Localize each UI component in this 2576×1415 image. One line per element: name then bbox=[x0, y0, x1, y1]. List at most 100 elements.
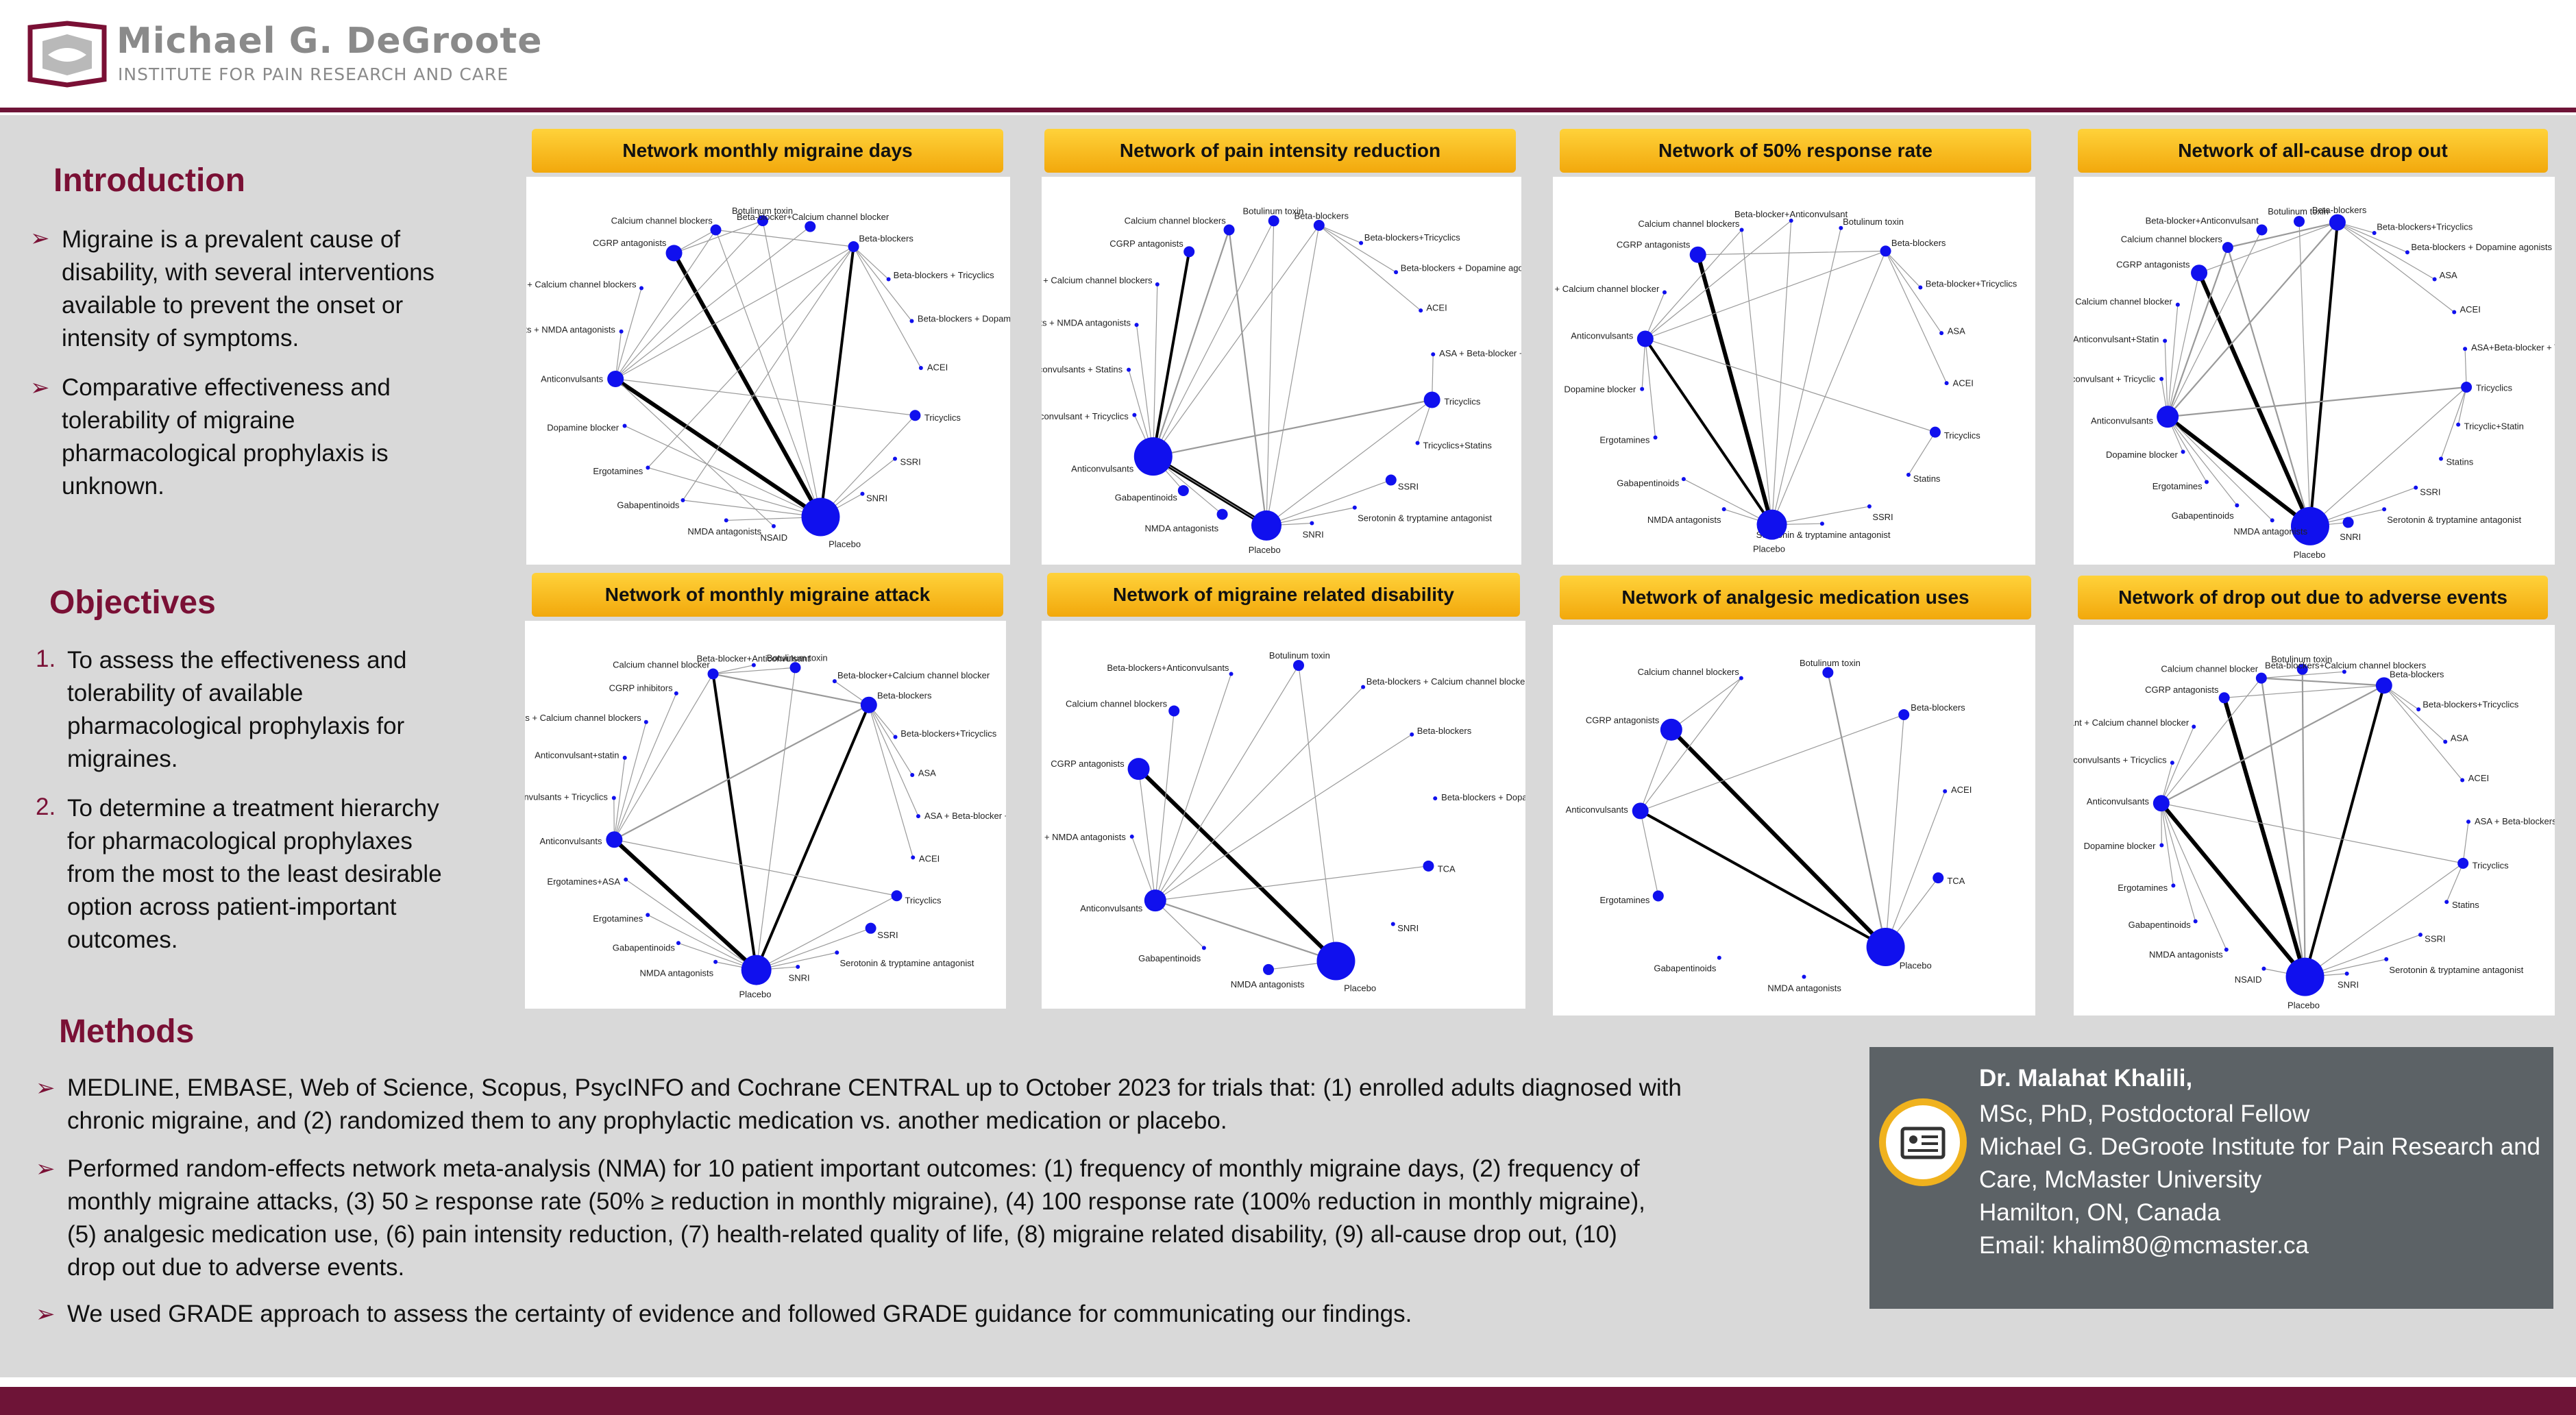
network-node-label: Placebo bbox=[2294, 550, 2326, 560]
intro-bullet-arrow-icon: ➢ bbox=[30, 225, 50, 251]
network-node bbox=[680, 497, 685, 502]
network-edge bbox=[1152, 230, 1230, 457]
network-node bbox=[606, 831, 623, 848]
contact-card: Dr. Malahat Khalili, MSc, PhD, Postdocto… bbox=[1869, 1047, 2553, 1309]
network-edge bbox=[2462, 822, 2469, 863]
network-edge bbox=[2337, 222, 2408, 253]
network-node bbox=[2290, 506, 2329, 545]
contact-email[interactable]: Email: khalim80@mcmaster.ca bbox=[1979, 1232, 2309, 1259]
methods-bullet-arrow-icon: ➢ bbox=[36, 1156, 56, 1182]
network-node-label: Botulinum toxin bbox=[732, 206, 793, 216]
network-node bbox=[741, 955, 772, 985]
network-node-label: NMDA antagonists bbox=[687, 526, 761, 537]
network-edge bbox=[647, 914, 757, 971]
network-node bbox=[622, 423, 627, 428]
network-node bbox=[2235, 503, 2240, 508]
network-node-label: ACEI bbox=[2468, 773, 2489, 783]
network-node bbox=[619, 329, 624, 334]
network-node bbox=[865, 922, 876, 934]
network-node bbox=[751, 663, 756, 667]
network-edge bbox=[2159, 802, 2307, 979]
network-edge bbox=[755, 704, 870, 971]
network-node-label: Ergotamines bbox=[2118, 883, 2168, 893]
network-node-label: Calcium channel blockers bbox=[1638, 667, 1740, 677]
network-node-label: Placebo bbox=[1249, 545, 1281, 555]
network-title: Network of pain intensity reduction bbox=[1044, 129, 1516, 173]
network-node-label: Placebo bbox=[829, 539, 861, 549]
network-node bbox=[2443, 739, 2448, 744]
network-node-label: Anticonvulsants + Statins bbox=[1042, 364, 1123, 374]
footer-band bbox=[0, 1387, 2576, 1415]
network-edge bbox=[868, 704, 919, 817]
network-node-label: NMDA antagonists bbox=[640, 968, 714, 978]
network-node-label: CGRP antagonists bbox=[1617, 240, 1691, 250]
network-node-label: ASA bbox=[2451, 733, 2468, 743]
network-edge bbox=[1153, 399, 1432, 458]
network-edge bbox=[2167, 416, 2273, 521]
network-node bbox=[2463, 347, 2468, 352]
network-node bbox=[2222, 242, 2233, 254]
network-edge bbox=[1153, 221, 1275, 457]
network-node-label: Beta-blockers+Tricyclics bbox=[2422, 700, 2519, 710]
network-edge bbox=[1266, 225, 1320, 526]
network-title: Network of analgesic medication uses bbox=[1560, 576, 2031, 619]
network-node bbox=[2466, 820, 2470, 824]
network-edge bbox=[1153, 456, 1267, 526]
network-edge bbox=[1155, 900, 1205, 948]
network-title: Network of drop out due to adverse event… bbox=[2078, 576, 2548, 619]
network-edge bbox=[1137, 767, 1338, 963]
network-node bbox=[886, 277, 891, 282]
network-node bbox=[607, 370, 624, 387]
network-edge bbox=[1645, 220, 1792, 339]
network-node-label: Gabapentinoids bbox=[1654, 963, 1717, 974]
network-node-label: Statins bbox=[2446, 457, 2473, 467]
network-node bbox=[909, 410, 921, 421]
network-node-label: Placebo bbox=[739, 989, 772, 1000]
network-node-label: Ergotamines bbox=[593, 466, 643, 476]
network-node bbox=[1880, 245, 1891, 257]
objective-number: 2. bbox=[36, 793, 56, 820]
network-node bbox=[832, 679, 837, 684]
network-node-label: ASA+Beta-blocker + Tricyclic bbox=[2471, 343, 2555, 353]
network-title: Network monthly migraine days bbox=[532, 129, 1003, 173]
network-node bbox=[2296, 663, 2308, 675]
network-title: Network of migraine related disability bbox=[1047, 573, 1520, 617]
network-graph: Calcium channel blockersBeta-blocker+Ant… bbox=[1553, 209, 2017, 554]
network-edge bbox=[1155, 687, 1364, 901]
network-edge bbox=[672, 251, 823, 518]
network-edge bbox=[615, 378, 774, 527]
contact-line: MSc, PhD, Postdoctoral Fellow bbox=[1979, 1100, 2310, 1127]
network-node bbox=[1129, 834, 1134, 839]
network-node-label: Beta-blocker+Tricyclics bbox=[1926, 278, 2017, 288]
network-node-label: Beta-blockers+Tricyclics bbox=[1364, 232, 1461, 243]
network-node-label: Anticonvulsants bbox=[1071, 464, 1134, 474]
network-node-label: Anticonvulsant + Calcium channel blocker bbox=[1553, 284, 1660, 294]
network-node bbox=[2224, 947, 2229, 952]
network-node bbox=[891, 890, 903, 902]
network-node bbox=[2159, 376, 2164, 381]
network-node-label: CGRP antagonists bbox=[1051, 759, 1125, 769]
network-node bbox=[2418, 933, 2422, 937]
header-rule bbox=[0, 108, 2576, 112]
network-node-label: Tricyclics bbox=[924, 413, 961, 423]
network-edge bbox=[2167, 304, 2179, 417]
network-node-label: Beta-blockers + Dopamine agonists bbox=[918, 313, 1010, 323]
network-node-label: NMDA antagonists bbox=[1647, 515, 1721, 525]
network-node bbox=[707, 668, 719, 680]
network-node bbox=[1652, 890, 1664, 902]
network-node-label: CGRP antagonists bbox=[2116, 259, 2190, 269]
network-edge bbox=[613, 722, 647, 840]
network-node bbox=[2163, 339, 2168, 343]
network-edge bbox=[613, 838, 758, 972]
network-node-label: Gabapentinoids bbox=[2172, 510, 2235, 521]
methods-bullet-2: Performed random-effects network meta-an… bbox=[67, 1155, 1645, 1281]
network-edge bbox=[1697, 250, 1886, 256]
network-edge bbox=[1645, 292, 1665, 339]
network-edge bbox=[2197, 272, 2312, 528]
network-node-label: Beta-blockers + Tricyclics bbox=[894, 270, 995, 280]
network-node-label: Anticonvulsants + Calcium channel blocke… bbox=[526, 279, 637, 289]
network-node bbox=[911, 855, 916, 860]
